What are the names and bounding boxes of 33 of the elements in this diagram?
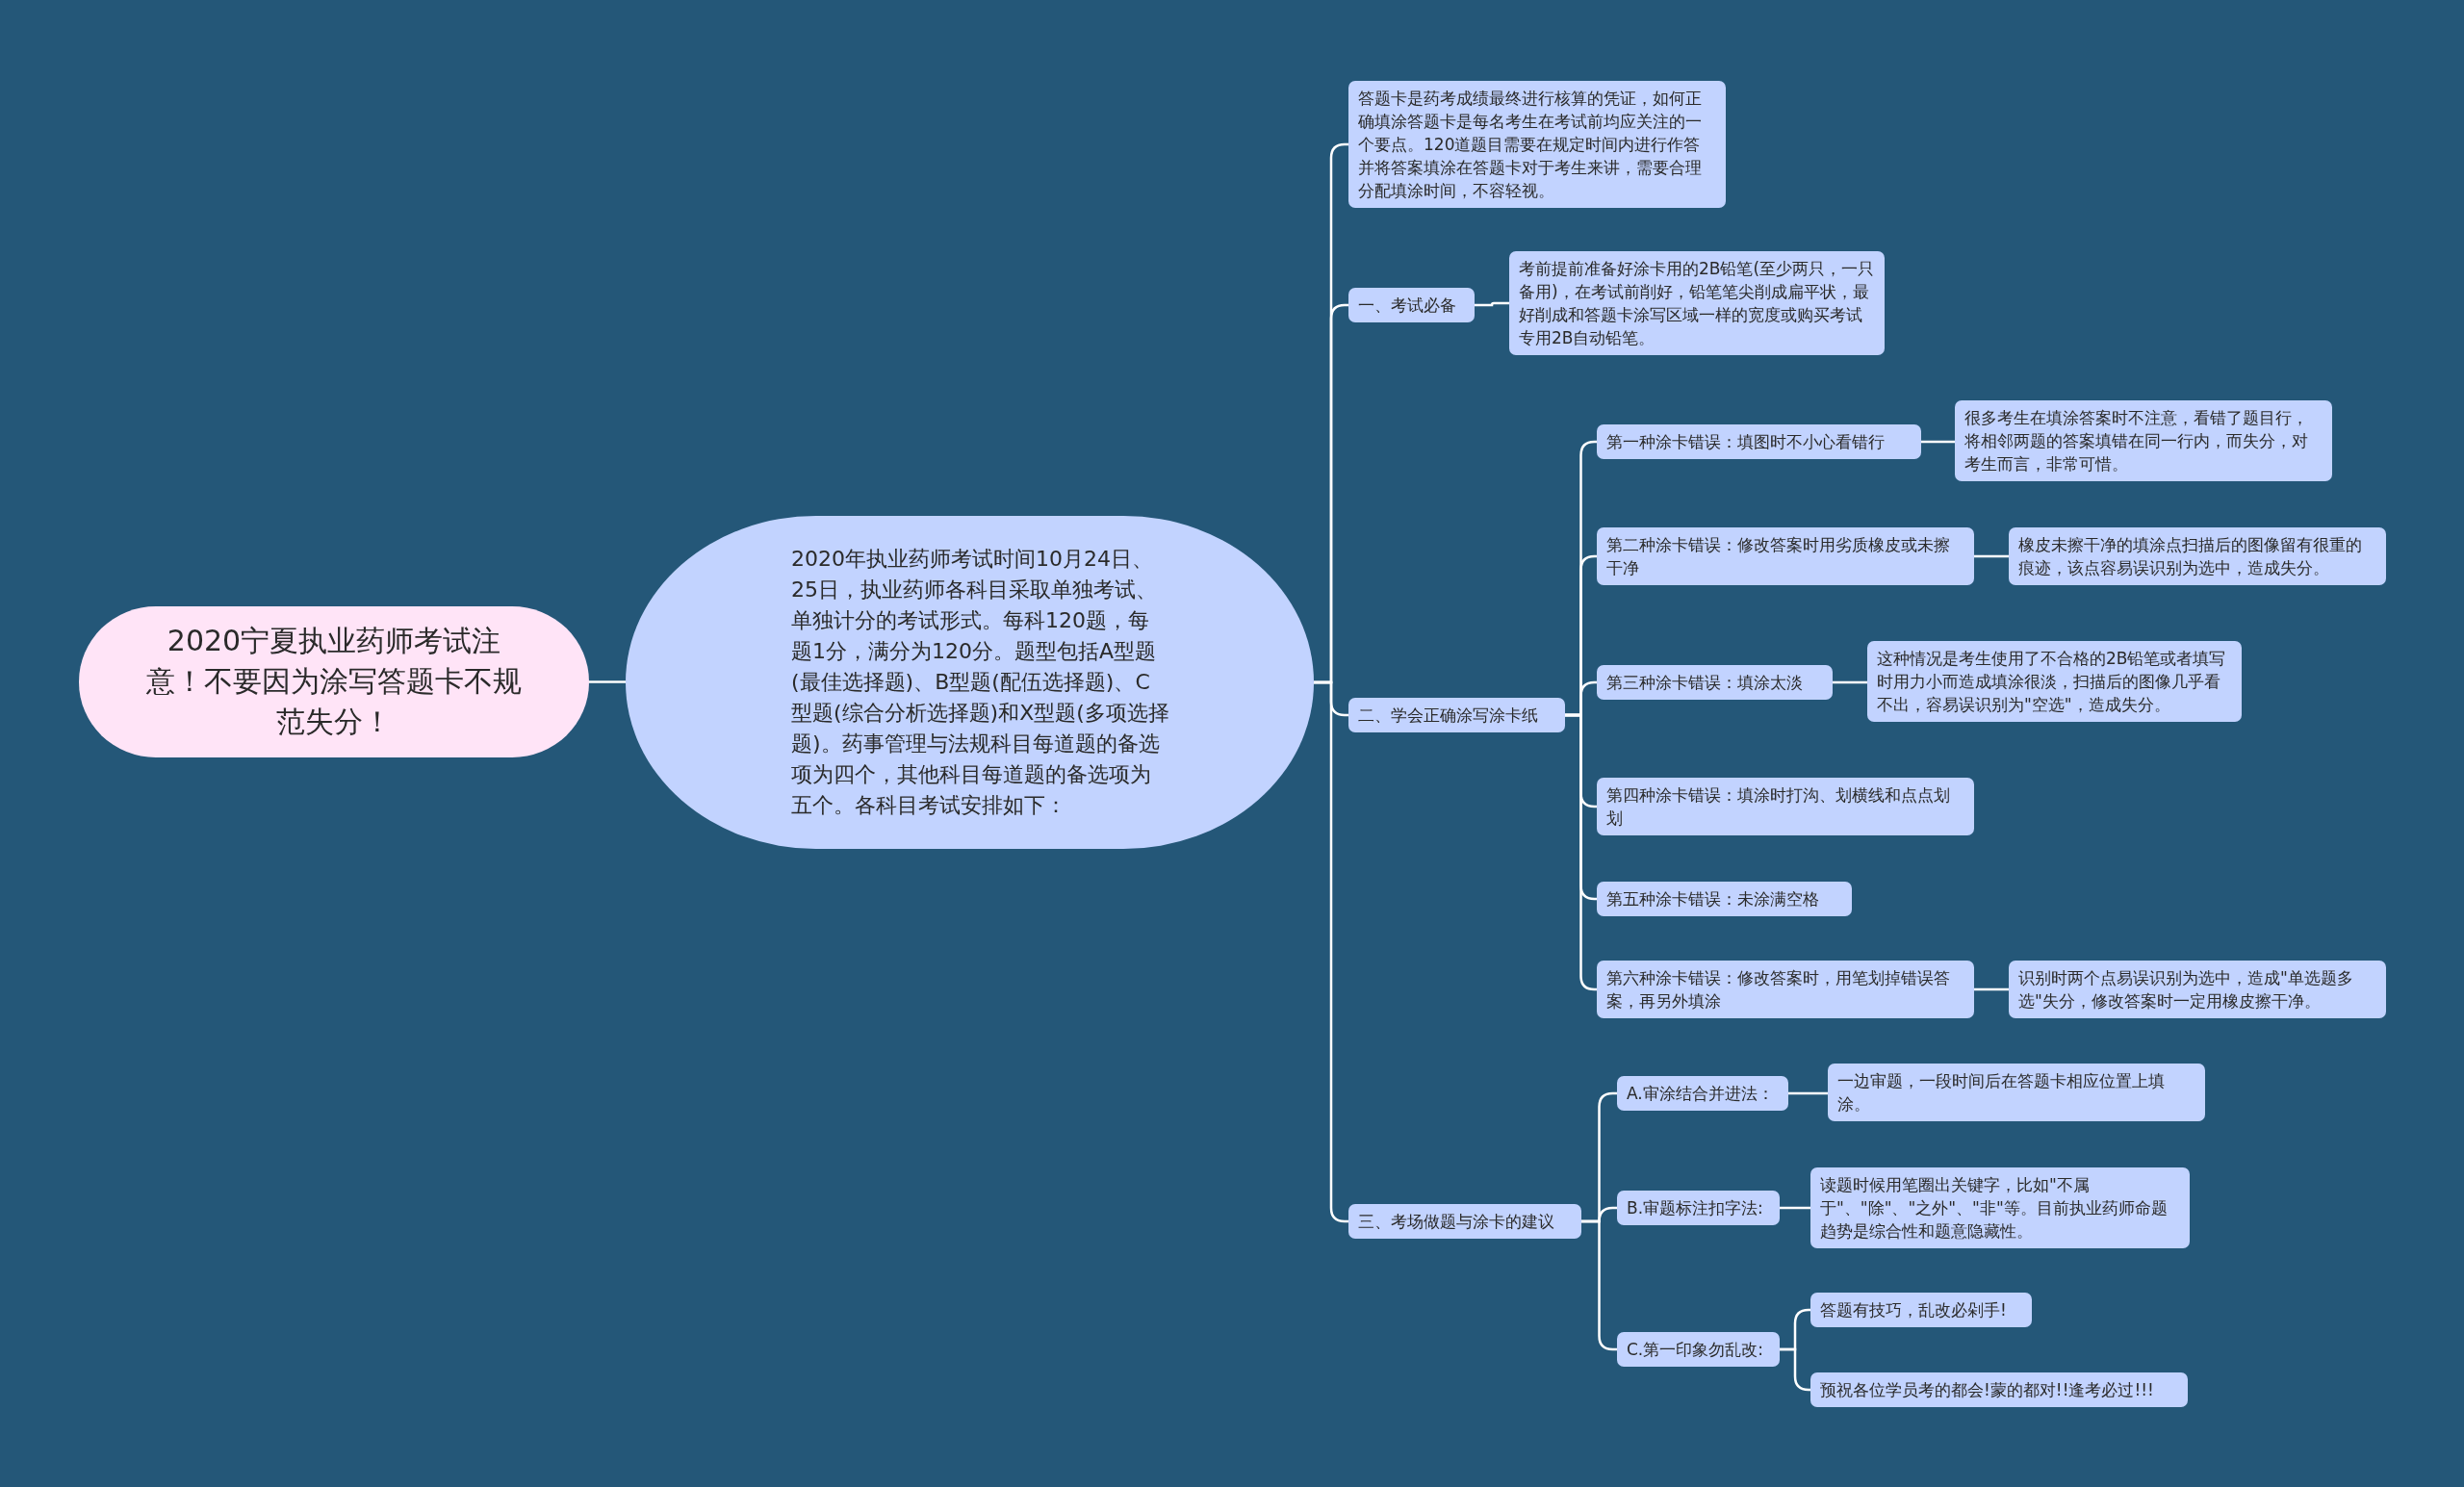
branch-card: 一、考试必备 [1348,288,1475,322]
title-bubble: 2020宁夏执业药师考试注意！不要因为涂写答题卡不规范失分！ [79,605,589,757]
connector-line [1780,1347,1810,1392]
topic-card: 第四种涂卡错误：填涂时打沟、划横线和点点划划 [1597,778,1974,835]
note-card: 这种情况是考生使用了不合格的2B铅笔或者填写时用力小而造成填涂很淡，扫描后的图像几乎看不出，容易误识别为"空选"，造成失分。 [1867,641,2242,722]
topic-card: 第六种涂卡错误：修改答案时，用笔划掉错误答案，再另外填涂 [1597,961,1974,1018]
topic-card: 第五种涂卡错误：未涂满空格 [1597,882,1852,916]
connector-line [1921,440,1955,444]
connector-line [1974,554,2009,558]
topic-card: 第二种涂卡错误：修改答案时用劣质橡皮或未擦干净 [1597,527,1974,585]
note-card: 读题时候用笔圈出关键字，比如"不属于"、"除"、"之外"、"非"等。目前执业药师命题趋势是综合性和题意隐藏性。 [1810,1167,2190,1248]
topic-card: 第一种涂卡错误：填图时不小心看错行 [1597,424,1921,459]
topic-card: 第三种涂卡错误：填涂太淡 [1597,665,1833,700]
connector-line [1475,301,1509,307]
connector-line [589,680,626,683]
note-card: 一边审题，一段时间后在答题卡相应位置上填涂。 [1828,1064,2205,1121]
topic-bubble: 2020年执业药师考试时间10月24日、25日，执业药师各科目采取单独考试、单独计分的考试形式。每科120题，每题1分，满分为120分。题型包括A型题(最佳选择题)、B型题(配伍选择题)、C型题(综合分析选择题)和X型题(多项选择题)。药事管理与法规科目每道题的备选项为四个，其他科目每道题的备选项为五个。各科目考试安排如下： [626,516,1314,849]
note-card: 考前提前准备好涂卡用的2B铅笔(至少两只，一只备用)，在考试前削好，铅笔笔尖削成扁平状，最好削成和答题卡涂写区域一样的宽度或购买考试专用2B自动铅笔。 [1509,251,1885,355]
note-card: 识别时两个点易误识别为选中，造成"单选题多选"失分，修改答案时一定用橡皮擦干净。 [2009,961,2386,1018]
note-card: 预祝各位学员考的都会!蒙的都对!!逢考必过!!! [1810,1372,2188,1407]
connector-line [1788,1091,1828,1095]
connector-line [1974,987,2009,991]
note-card: 答题有技巧，乱改必剁手! [1810,1293,2032,1327]
branch-card: 二、学会正确涂写涂卡纸 [1348,698,1565,732]
note-card: 很多考生在填涂答案时不注意，看错了题目行，将相邻两题的答案填错在同一行内，而失分，对考生而言，非常可惜。 [1955,400,2332,481]
connector-line [1780,1206,1810,1210]
connector-line [1833,680,1867,684]
branch-card: 三、考场做题与涂卡的建议 [1348,1204,1581,1239]
topic-card: B.审题标注扣字法: [1617,1191,1780,1225]
topic-card: C.第一印象勿乱改: [1617,1332,1780,1367]
note-card: 答题卡是药考成绩最终进行核算的凭证，如何正确填涂答题卡是每名考生在考试前均应关注的一个要点。120道题目需要在规定时间内进行作答并将答案填涂在答题卡对于考生来讲，需要合理分配填涂时间，不容轻视。 [1348,81,1726,208]
note-card: 橡皮未擦干净的填涂点扫描后的图像留有很重的痕迹，该点容易误识别为选中，造成失分。 [2009,527,2386,585]
topic-card: A.审涂结合并进法： [1617,1076,1788,1111]
